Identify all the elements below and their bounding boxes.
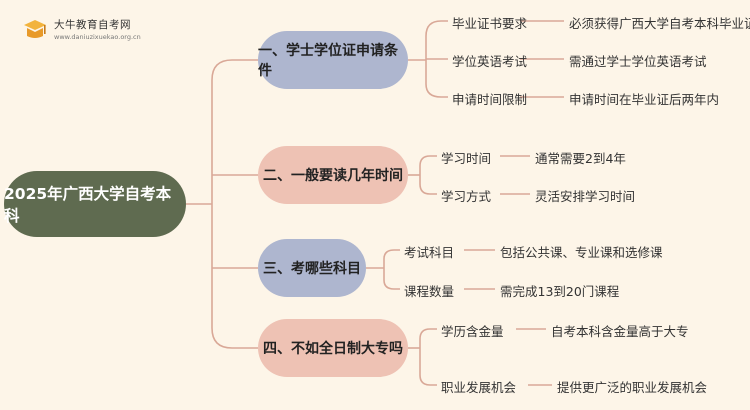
logo-url: www.daniuzixuekao.org.cn bbox=[54, 32, 141, 41]
item-exam-subjects: 考试科目 bbox=[404, 245, 455, 260]
site-logo: 大牛教育自考网 www.daniuzixuekao.org.cn bbox=[22, 18, 141, 42]
item-study-time: 学习时间 bbox=[441, 151, 492, 166]
branch-degree-conditions: 一、学士学位证申请条件 bbox=[258, 31, 408, 89]
detail-career-opportunity: 提供更广泛的职业发展机会 bbox=[557, 380, 708, 395]
detail-diploma-requirement: 必须获得广西大学自考本科毕业证 bbox=[569, 16, 750, 31]
item-study-mode: 学习方式 bbox=[441, 189, 492, 204]
book-logo-icon bbox=[24, 20, 46, 38]
detail-diploma-value: 自考本科含金量高于大专 bbox=[551, 324, 689, 339]
item-course-count: 课程数量 bbox=[404, 284, 455, 299]
item-career-opportunity: 职业发展机会 bbox=[441, 380, 517, 395]
item-time-limit: 申请时间限制 bbox=[452, 92, 528, 107]
item-english-exam: 学位英语考试 bbox=[452, 54, 528, 69]
item-diploma-value: 学历含金量 bbox=[441, 324, 504, 339]
branch-exam-subjects: 三、考哪些科目 bbox=[258, 239, 366, 297]
branch-vs-fulltime: 四、不如全日制大专吗 bbox=[258, 319, 408, 377]
item-diploma-requirement: 毕业证书要求 bbox=[452, 16, 528, 31]
detail-english-exam: 需通过学士学位英语考试 bbox=[569, 54, 707, 69]
detail-study-mode: 灵活安排学习时间 bbox=[535, 189, 636, 204]
detail-course-count: 需完成13到20门课程 bbox=[500, 284, 620, 299]
detail-study-time: 通常需要2到4年 bbox=[535, 151, 626, 166]
root-topic: 2025年广西大学自考本科 bbox=[4, 171, 186, 237]
branch-study-duration: 二、一般要读几年时间 bbox=[258, 146, 408, 204]
detail-time-limit: 申请时间在毕业证后两年内 bbox=[569, 92, 720, 107]
logo-name: 大牛教育自考网 bbox=[54, 19, 131, 31]
detail-exam-subjects: 包括公共课、专业课和选修课 bbox=[500, 245, 663, 260]
